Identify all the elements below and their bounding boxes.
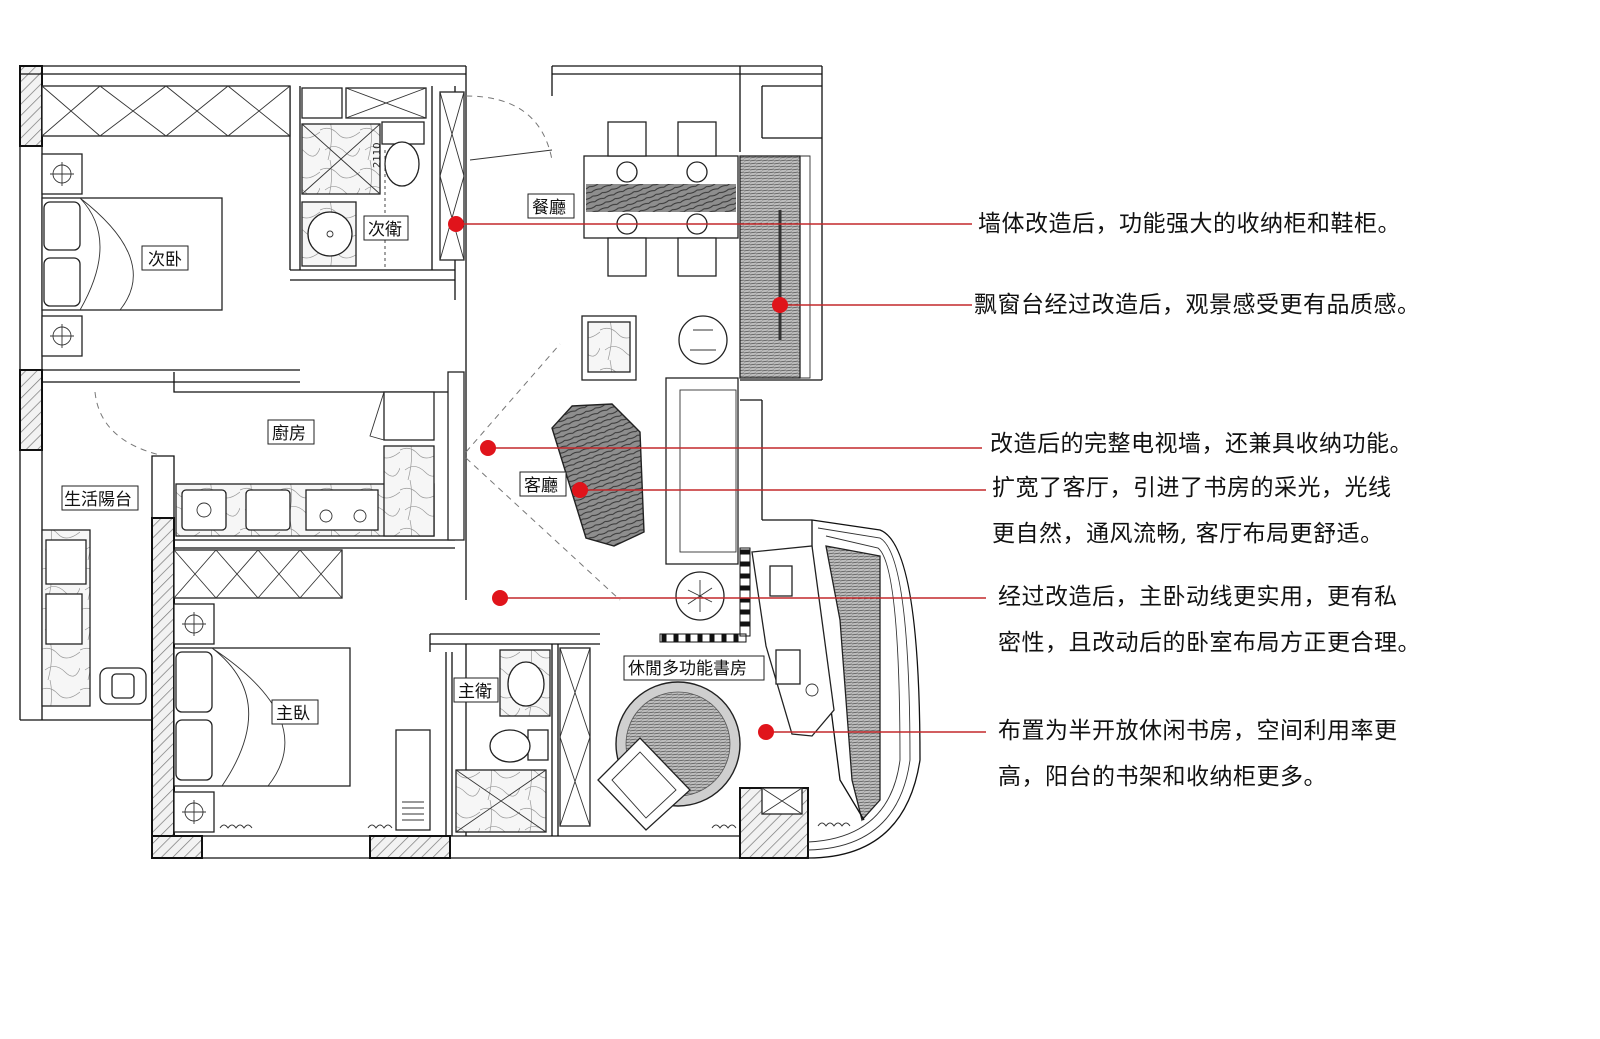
marker-dot-6: [758, 724, 774, 740]
room-label-study: 休閒多功能書房: [628, 659, 747, 679]
annotation-leaders: [448, 216, 986, 740]
curved-balcony: [807, 519, 921, 859]
utility-balcony-fixtures: [41, 529, 147, 707]
room-label-utility-balcony: 生活陽台: [64, 490, 132, 510]
marker-dot-2: [772, 297, 788, 313]
study-furniture: [559, 545, 835, 831]
master-bath-fixtures: [455, 649, 551, 833]
marker-dot-1: [448, 216, 464, 232]
dimension-label: 2110: [372, 143, 383, 168]
annotation-6: 布置为半开放休闲书房，空间利用率更 高，阳台的书架和收纳柜更多。: [998, 708, 1398, 800]
annotation-4-line-1: 扩宽了客厅，引进了书房的采光，光线: [992, 475, 1392, 501]
annotation-2: 飘窗台经过改造后，观景感受更有品质感。: [974, 282, 1421, 328]
annotation-1: 墙体改造后，功能强大的收纳柜和鞋柜。: [978, 201, 1401, 247]
annotation-6-line-1: 布置为半开放休闲书房，空间利用率更: [998, 718, 1398, 744]
annotation-4-line-2: 更自然，通风流畅, 客厅布局更舒适。: [992, 521, 1384, 547]
living-furniture: [465, 343, 739, 621]
room-label-dining: 餐廳: [532, 198, 566, 218]
second-bath-fixtures: [301, 87, 465, 270]
room-label-master-bath: 主衛: [458, 682, 492, 702]
master-bedroom-furniture: [173, 549, 851, 833]
room-label-second-bath: 次衛: [368, 220, 402, 240]
bay-window: [739, 155, 811, 379]
annotation-1-line-1: 墙体改造后，功能强大的收纳柜和鞋柜。: [978, 211, 1401, 237]
annotation-5: 经过改造后，主卧动线更实用，更有私 密性，且改动后的卧室布局方正更合理。: [998, 574, 1421, 666]
kitchen-fixtures: [175, 371, 465, 541]
annotation-3: 改造后的完整电视墙，还兼具收纳功能。: [990, 421, 1413, 467]
room-label-master-bedroom: 主臥: [276, 704, 310, 724]
marker-dot-3: [480, 440, 496, 456]
annotation-5-line-2: 密性，且改动后的卧室布局方正更合理。: [998, 630, 1421, 656]
annotation-2-line-1: 飘窗台经过改造后，观景感受更有品质感。: [974, 292, 1421, 318]
dining-furniture: [581, 121, 739, 381]
room-label-kitchen: 廚房: [272, 423, 306, 444]
partition-stripes: [659, 547, 751, 643]
annotation-5-line-1: 经过改造后，主卧动线更实用，更有私: [998, 584, 1398, 610]
room-label-second-bedroom: 次卧: [148, 250, 182, 270]
marker-dot-5: [492, 590, 508, 606]
annotation-4: 扩宽了客厅，引进了书房的采光，光线 更自然，通风流畅, 客厅布局更舒适。: [992, 465, 1392, 557]
room-label-living: 客廳: [524, 476, 558, 496]
marker-dot-4: [572, 482, 588, 498]
annotation-6-line-2: 高，阳台的书架和收纳柜更多。: [998, 764, 1327, 790]
room-labels: 次卧 次衛 餐廳 廚房 生活陽台 客廳 主臥 主衛 休閒多功能書房: [61, 193, 765, 725]
annotation-3-line-1: 改造后的完整电视墙，还兼具收纳功能。: [990, 431, 1413, 457]
second-bedroom-furniture: [41, 85, 291, 357]
